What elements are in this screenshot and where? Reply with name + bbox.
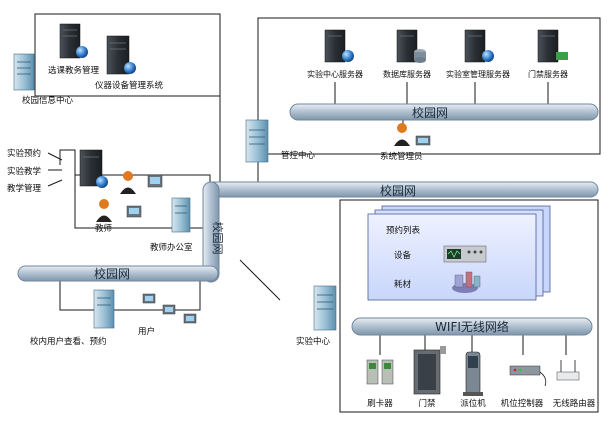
teacher-person-icon xyxy=(96,199,112,222)
control-center-label: 管控中心 xyxy=(281,150,316,161)
campus-user-label: 校内用户查看、预约 xyxy=(30,336,107,347)
course-server-icon xyxy=(59,23,88,59)
campus-network-label: 校园网 xyxy=(211,222,225,255)
control-center-server-icon xyxy=(245,119,269,163)
dispenser-icon xyxy=(463,351,483,396)
wireless-router-icon xyxy=(556,360,580,381)
teacher-person-icon xyxy=(120,171,163,194)
equipment-server-icon xyxy=(106,35,136,75)
consumables-label: 耗材 xyxy=(394,279,412,290)
office-blue-server-icon xyxy=(171,197,191,233)
equipment-label: 设备 xyxy=(394,250,412,261)
campus-network-label: 校园网 xyxy=(412,105,448,120)
teacher-office-label: 教师办公室 xyxy=(150,242,193,253)
dispenser-label: 派位机 xyxy=(460,398,486,409)
seat-controller-icon xyxy=(509,365,547,387)
monitor-icon xyxy=(126,205,142,218)
database-server-icon xyxy=(396,29,426,63)
oscilloscope-icon xyxy=(443,245,487,263)
user-computer-icon xyxy=(162,304,176,315)
campus-network-top: 校园网 xyxy=(289,103,599,121)
card-reader-label: 刷卡器 xyxy=(367,398,393,409)
lab-center-label: 实验中心 xyxy=(296,336,331,347)
wireless-router-label: 无线路由器 xyxy=(553,398,596,409)
campus-network-middle: 校园网 xyxy=(204,181,599,198)
lab-center-server-icon xyxy=(324,29,354,63)
lab-center-server-label: 实验中心服务器 xyxy=(307,69,363,79)
lab-center-server-blue-icon xyxy=(313,285,337,331)
access-server-label: 门禁服务器 xyxy=(528,69,568,79)
campus-network-label: 校园网 xyxy=(94,266,130,281)
course-system-label: 选课教务管理 xyxy=(48,65,100,76)
user-computer-icon xyxy=(142,293,156,304)
booking-list-label: 预约列表 xyxy=(386,225,421,236)
seat-controller-label: 机位控制器 xyxy=(501,398,544,409)
wifi-network-label: WIFI无线网络 xyxy=(435,319,509,334)
campus-network-vertical: 校园网 xyxy=(202,181,225,283)
teaching-mgmt-label: 教学管理 xyxy=(7,183,42,194)
campus-network-label: 校园网 xyxy=(380,183,416,198)
campus-network-left: 校园网 xyxy=(17,265,219,282)
database-server-label: 数据库服务器 xyxy=(383,69,431,79)
campus-info-center-label: 校园信息中心 xyxy=(22,95,74,106)
campus-user-server-icon xyxy=(93,289,115,329)
lab-mgmt-server-label: 实验室管理服务器 xyxy=(446,69,510,79)
admin-person-icon xyxy=(394,123,431,146)
card-reader-icon xyxy=(366,359,394,385)
door-label: 门禁 xyxy=(418,398,436,409)
equipment-system-label: 仪器设备管理系统 xyxy=(95,80,164,91)
lab-booking-label: 实验预约 xyxy=(7,148,41,159)
user-label: 用户 xyxy=(138,326,155,337)
campus-info-center-server-icon xyxy=(13,53,35,91)
office-server-icon xyxy=(79,149,108,188)
teacher-label: 教师 xyxy=(95,223,113,234)
lab-mgmt-server-icon xyxy=(464,29,494,63)
wifi-network: WIFI无线网络 xyxy=(351,317,593,336)
lab-teaching-label: 实验教学 xyxy=(7,166,42,177)
user-computer-icon xyxy=(183,313,197,324)
access-server-icon xyxy=(537,29,568,63)
sys-admin-label: 系统管理员 xyxy=(380,151,423,162)
consumables-icon xyxy=(452,271,481,293)
door-icon xyxy=(413,346,446,395)
